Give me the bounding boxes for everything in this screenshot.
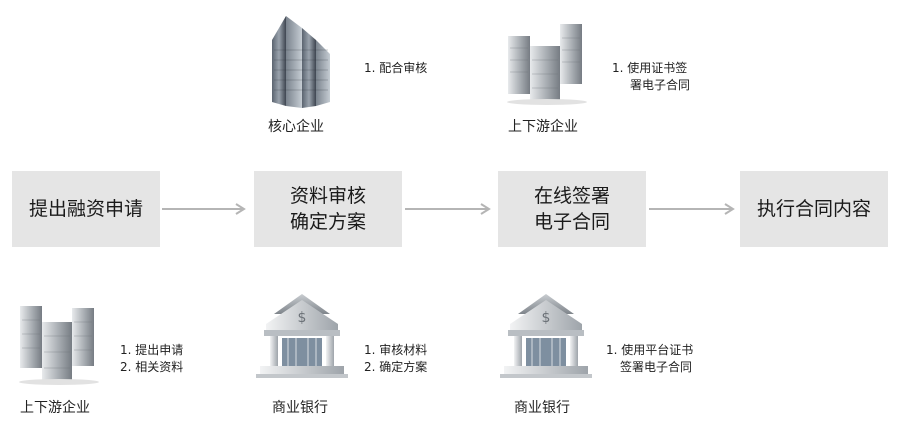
upstream-enterprise-note-top: 1. 使用证书签 署电子合同 <box>612 61 691 92</box>
svg-text:$: $ <box>542 310 551 326</box>
core-enterprise-label: 核心企业 <box>268 119 324 135</box>
upstream-enterprise-note-bottom: 1. 提出申请 2. 相关资料 <box>120 343 184 374</box>
commercial-bank-label-2: 商业银行 <box>514 400 570 416</box>
svg-text:$: $ <box>298 310 307 326</box>
commercial-bank-note-2: 1. 使用平台证书 签署电子合同 <box>606 343 694 374</box>
upstream-enterprise-label-bottom: 上下游企业 <box>20 400 90 416</box>
core-enterprise-note: 1. 配合审核 <box>364 61 428 75</box>
commercial-bank-note-1: 1. 审核材料 2. 确定方案 <box>364 343 428 374</box>
arrow-right-icon <box>405 203 491 215</box>
bank-icon: $ <box>254 290 350 382</box>
office-buildings-icon <box>14 296 104 386</box>
commercial-bank-label-1: 商业银行 <box>272 400 328 416</box>
office-buildings-icon <box>502 16 592 106</box>
step-execute-contract: 执行合同内容 <box>740 171 888 247</box>
arrow-right-icon <box>649 203 735 215</box>
step-apply-financing: 提出融资申请 <box>12 171 160 247</box>
arrow-right-icon <box>162 203 246 215</box>
skyscraper-icon <box>262 10 342 110</box>
step-review-plan: 资料审核 确定方案 <box>254 171 402 247</box>
upstream-enterprise-label-top: 上下游企业 <box>508 119 578 135</box>
step-sign-contract: 在线签署 电子合同 <box>498 171 646 247</box>
bank-icon: $ <box>498 290 594 382</box>
